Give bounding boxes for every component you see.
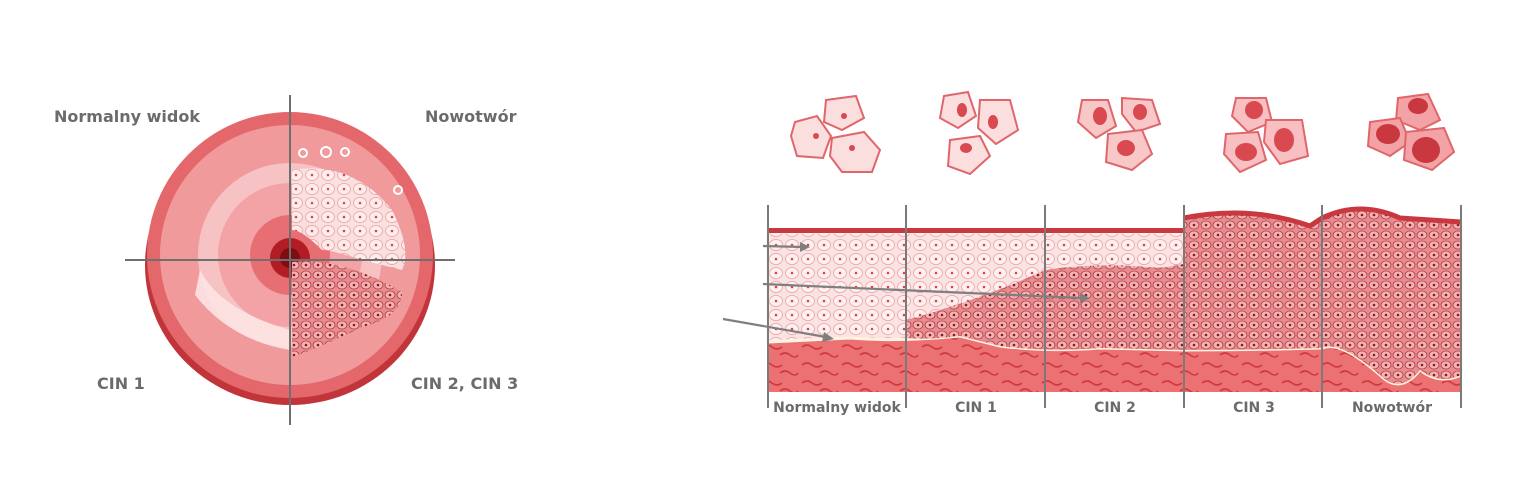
label-cin2-cin3: CIN 2, CIN 3 [411,374,519,393]
label-cancer: Nowotwór [425,107,517,126]
stage-label-cin3: CIN 3 [1233,400,1275,416]
stage-dividers [767,205,1462,408]
stage-label-cin2: CIN 2 [1094,400,1136,416]
pointer-arrows [722,242,1090,342]
cells-cancer [1366,92,1456,172]
surface-layer [768,228,1184,233]
cervix-diagram [125,95,455,425]
stage-label-cin1: CIN 1 [955,400,997,416]
arrow-2 [762,282,1083,300]
cells-normal [789,94,882,173]
stage-label-normal: Normalny widok [773,400,901,416]
cells-cin1 [938,90,1020,176]
label-normal-view: Normalny widok [54,107,200,126]
cells-cin3 [1222,97,1310,174]
label-cin1: CIN 1 [97,374,145,393]
tissue-section [766,206,1463,392]
arrow-1 [762,244,804,249]
cells-cin2 [1076,96,1162,172]
stage-label-cancer: Nowotwór [1351,400,1433,416]
arrow-3 [722,317,827,339]
lesion-areas [195,146,406,357]
cell-clusters [789,90,1456,176]
